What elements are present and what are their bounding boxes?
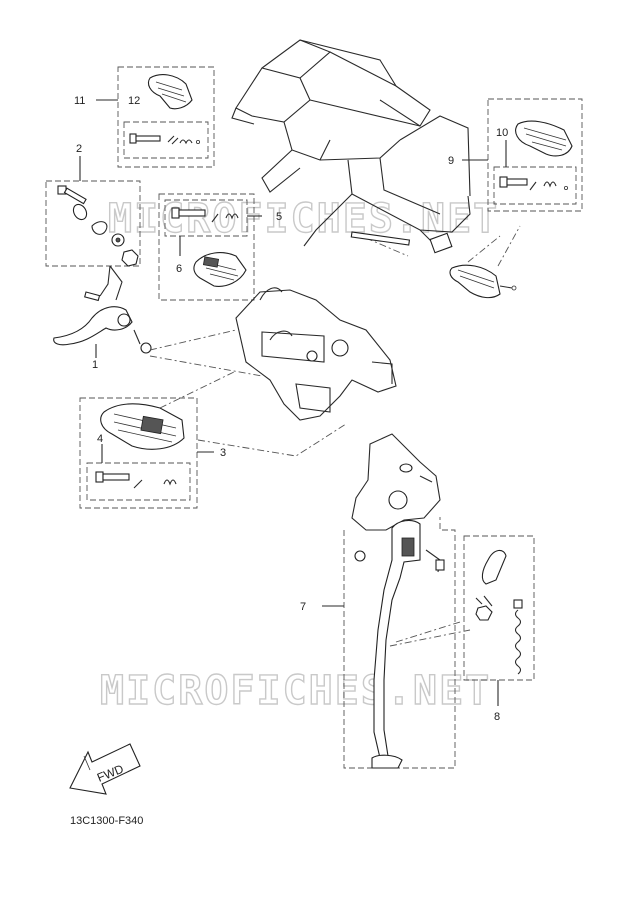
watermark-bottom: MICROFICHES.NET (100, 668, 491, 714)
callout-8: 8 (494, 711, 500, 723)
callout-12: 12 (128, 95, 140, 107)
shift-bolt-parts (57, 185, 139, 267)
group-6-box (158, 193, 255, 301)
diagram-code: 13C1300-F340 (70, 815, 143, 827)
callout-5: 5 (276, 211, 282, 223)
callout-9: 9 (448, 155, 454, 167)
callout-3: 3 (220, 447, 226, 459)
pin-bolt-11 (129, 133, 200, 145)
watermark-top: MICROFICHES.NET (108, 196, 499, 242)
group-2-box (45, 180, 141, 267)
footrest-6 (193, 252, 247, 287)
callout-2: 2 (76, 143, 82, 155)
callout-1: 1 (92, 359, 98, 371)
group-5-subbox (164, 199, 248, 237)
group-11-box (117, 66, 215, 168)
pin-bolt-10 (499, 176, 569, 191)
sidestand-bracket (351, 433, 441, 531)
group-9-box (487, 98, 583, 212)
callout-4: 4 (97, 433, 103, 445)
group-3-box (79, 397, 198, 509)
callout-6: 6 (176, 263, 182, 275)
footrest-on-frame (449, 264, 517, 299)
footrest-10 (515, 120, 573, 157)
pin-bolt-5 (171, 207, 239, 223)
callout-7: 7 (300, 601, 306, 613)
group-10-subbox (493, 166, 577, 205)
frame-drawing (231, 39, 471, 254)
bracket-drawing (235, 287, 397, 421)
spring-parts-8 (475, 549, 523, 675)
sidestand-7 (354, 519, 445, 769)
group-7-box (343, 517, 456, 769)
footrest-3 (100, 403, 185, 450)
footrest-12 (147, 74, 193, 110)
group-8-box (463, 535, 535, 681)
group-11-subbox (123, 121, 209, 159)
pin-bolt-4 (95, 471, 177, 489)
group-4-subbox (86, 462, 191, 501)
shift-pedal-1 (53, 291, 152, 354)
callout-11: 11 (74, 95, 85, 107)
callout-10: 10 (496, 127, 508, 139)
forward-arrow-icon (69, 743, 141, 795)
